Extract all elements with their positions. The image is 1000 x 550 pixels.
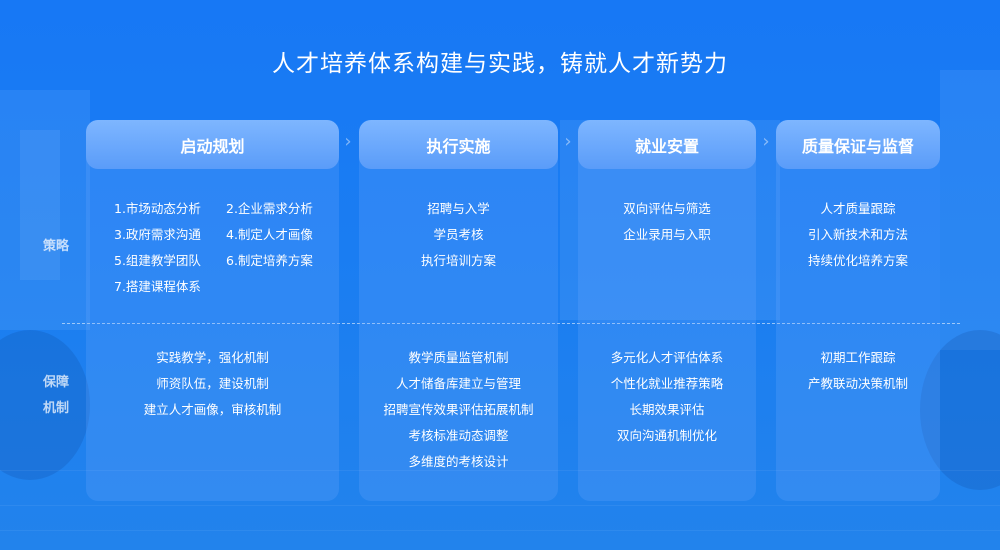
list-item: 6.制定培养方案: [226, 253, 313, 268]
strategy-list: 人才质量跟踪 引入新技术和方法 持续优化培养方案: [776, 196, 940, 274]
list-item: 初期工作跟踪: [820, 350, 896, 365]
list-item: 双向评估与筛选: [623, 201, 711, 216]
list-item: 考核标准动态调整: [408, 428, 509, 443]
guarantee-list: 多元化人才评估体系 个性化就业推荐策略 长期效果评估 双向沟通机制优化: [578, 345, 756, 449]
list-item: 师资队伍，建设机制: [156, 376, 269, 391]
stage-card-employment: 就业安置 双向评估与筛选 企业录用与入职 多元化人才评估体系 个性化就业推荐策略…: [578, 120, 756, 501]
row-label-strategy: 策略: [42, 239, 69, 254]
guarantee-list: 初期工作跟踪 产教联动决策机制: [776, 345, 940, 397]
strategy-list: 招聘与入学 学员考核 执行培训方案: [359, 196, 558, 274]
list-item: 教学质量监管机制: [408, 350, 509, 365]
list-item: 企业录用与入职: [623, 227, 711, 242]
list-item: 7.搭建课程体系: [114, 279, 201, 294]
list-item: 3.政府需求沟通: [114, 227, 201, 242]
list-item: 2.企业需求分析: [226, 201, 313, 216]
list-item: 人才质量跟踪: [820, 201, 896, 216]
list-item: 多维度的考核设计: [408, 454, 509, 469]
guarantee-list: 实践教学，强化机制 师资队伍，建设机制 建立人才画像，审核机制: [86, 345, 339, 423]
row-label-guarantee-1: 保障: [42, 375, 69, 390]
list-item: 引入新技术和方法: [807, 227, 908, 242]
stage-card-planning: 启动规划 1.市场动态分析 2.企业需求分析 3.政府需求沟通 4.制定人才画像…: [86, 120, 339, 501]
stage-card-quality: 质量保证与监督 人才质量跟踪 引入新技术和方法 持续优化培养方案 初期工作跟踪 …: [776, 120, 940, 501]
list-item: 建立人才画像，审核机制: [143, 402, 282, 417]
list-item: 产教联动决策机制: [807, 376, 908, 391]
strategy-list: 1.市场动态分析 2.企业需求分析 3.政府需求沟通 4.制定人才画像 5.组建…: [86, 196, 339, 300]
list-item: 5.组建教学团队: [114, 253, 201, 268]
list-item: 1.市场动态分析: [114, 201, 201, 216]
list-item: 多元化人才评估体系: [610, 350, 724, 365]
list-item: 人才储备库建立与管理: [395, 376, 521, 391]
row-label-guarantee-2: 机制: [42, 401, 69, 416]
stage-header: 启动规划: [86, 120, 339, 169]
stage-header: 执行实施: [359, 120, 558, 169]
page-title: 人才培养体系构建与实践，铸就人才新势力: [272, 51, 728, 77]
strategy-list: 双向评估与筛选 企业录用与入职: [578, 196, 756, 248]
list-item: 长期效果评估: [629, 402, 705, 417]
guarantee-list: 教学质量监管机制 人才储备库建立与管理 招聘宣传效果评估拓展机制 考核标准动态调…: [359, 345, 558, 475]
section-divider: [62, 323, 960, 324]
list-item: 4.制定人才画像: [226, 227, 313, 242]
list-item: 实践教学，强化机制: [156, 350, 269, 365]
stage-card-execution: 执行实施 招聘与入学 学员考核 执行培训方案 教学质量监管机制 人才储备库建立与…: [359, 120, 558, 501]
chevron-right-icon: ›: [564, 131, 572, 152]
list-item: 执行培训方案: [420, 253, 496, 268]
list-item: 学员考核: [433, 227, 484, 242]
stage-header: 就业安置: [578, 120, 756, 169]
list-item: 双向沟通机制优化: [616, 428, 717, 443]
chevron-right-icon: ›: [762, 131, 770, 152]
list-item: 招聘宣传效果评估拓展机制: [383, 402, 534, 417]
list-item: 招聘与入学: [427, 201, 490, 216]
list-item: 持续优化培养方案: [807, 253, 908, 268]
stage-header: 质量保证与监督: [776, 120, 940, 169]
list-item: 个性化就业推荐策略: [610, 376, 724, 391]
chevron-right-icon: ›: [344, 131, 352, 152]
